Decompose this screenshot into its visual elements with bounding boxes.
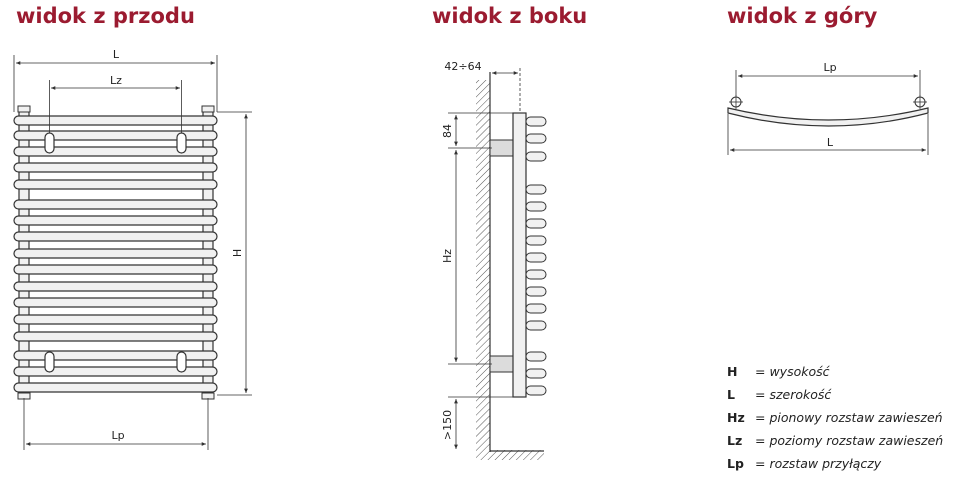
rung-profile — [525, 151, 547, 162]
label-H: H — [231, 249, 244, 257]
rung — [13, 331, 218, 342]
rung-profile — [525, 116, 547, 127]
rung — [13, 264, 218, 275]
right-top-cap — [201, 105, 215, 113]
rung-profile — [525, 269, 547, 280]
legend-symbol: L — [727, 387, 735, 402]
legend-item: Hz= pionowy rozstaw zawieszeń — [727, 406, 943, 429]
rung — [13, 179, 218, 190]
legend-desc: szerokość — [769, 387, 832, 402]
rung-profile — [525, 201, 547, 212]
side-view: 42÷64 84 Hz >150 — [441, 60, 547, 460]
wall — [476, 80, 490, 450]
label-top-Lp: Lp — [823, 61, 836, 74]
label-depth: 42÷64 — [444, 60, 481, 73]
label-top-L: L — [827, 136, 834, 149]
mounting-bracket — [176, 351, 187, 373]
label-Lz: Lz — [110, 74, 122, 87]
front-view-title: widok z przodu — [16, 4, 195, 28]
rung — [13, 281, 218, 292]
rung — [13, 115, 218, 126]
rung — [13, 199, 218, 210]
rung-profile — [525, 286, 547, 297]
rung — [13, 146, 218, 157]
left-top-cap — [17, 105, 31, 113]
floor — [476, 450, 544, 460]
rung-profiles — [525, 116, 547, 396]
rung — [13, 366, 218, 377]
rung-profile — [525, 218, 547, 229]
rung-profile — [525, 184, 547, 195]
legend-item: L= szerokość — [727, 383, 943, 406]
mounting-bracket — [176, 132, 187, 154]
legend-desc: pionowy rozstaw zawieszeń — [769, 410, 943, 425]
rung-profile — [525, 303, 547, 314]
legend-item: Lz= poziomy rozstaw zawieszeń — [727, 429, 943, 452]
mounting-bracket — [44, 351, 55, 373]
radiator-top-profile — [727, 107, 929, 127]
mounting-bracket — [44, 132, 55, 154]
legend-symbol: Lz — [727, 433, 743, 448]
rung — [13, 314, 218, 325]
label-offset: 84 — [441, 124, 454, 138]
label-L: L — [113, 48, 120, 61]
rung — [13, 162, 218, 173]
label-Lp: Lp — [111, 429, 124, 442]
legend-desc: poziomy rozstaw zawieszeń — [769, 433, 944, 448]
rung — [13, 215, 218, 226]
top-view-title: widok z góry — [727, 4, 878, 28]
legend-symbol: Hz — [727, 410, 745, 425]
horizontal-rungs — [13, 115, 218, 393]
side-bracket-top — [489, 139, 515, 157]
legend-item: Lp= rozstaw przyłączy — [727, 452, 943, 475]
rung-profile — [525, 252, 547, 263]
side-bracket-bottom — [489, 355, 515, 373]
rung — [13, 382, 218, 393]
legend-item: H= wysokość — [727, 360, 943, 383]
rung — [13, 350, 218, 361]
legend-symbol: Lp — [727, 456, 744, 471]
rung-profile — [525, 320, 547, 331]
rung — [13, 297, 218, 308]
front-view: L Lz H Lp — [13, 48, 252, 450]
rung-profile — [525, 133, 547, 144]
rung-profile — [525, 385, 547, 396]
rung-profile — [525, 351, 547, 362]
rung — [13, 248, 218, 259]
rung-profile — [525, 368, 547, 379]
side-vertical-tube — [512, 112, 527, 398]
rung — [13, 130, 218, 141]
top-view: Lp L — [727, 61, 929, 155]
label-Hz: Hz — [441, 249, 454, 263]
rung-profile — [525, 235, 547, 246]
legend-symbol: H — [727, 364, 738, 379]
legend-desc: wysokość — [769, 364, 830, 379]
rung — [13, 231, 218, 242]
legend: H= wysokość L= szerokość Hz= pionowy roz… — [727, 360, 943, 475]
side-view-title: widok z boku — [432, 4, 588, 28]
label-floor: >150 — [441, 410, 454, 440]
legend-desc: rozstaw przyłączy — [769, 456, 882, 471]
